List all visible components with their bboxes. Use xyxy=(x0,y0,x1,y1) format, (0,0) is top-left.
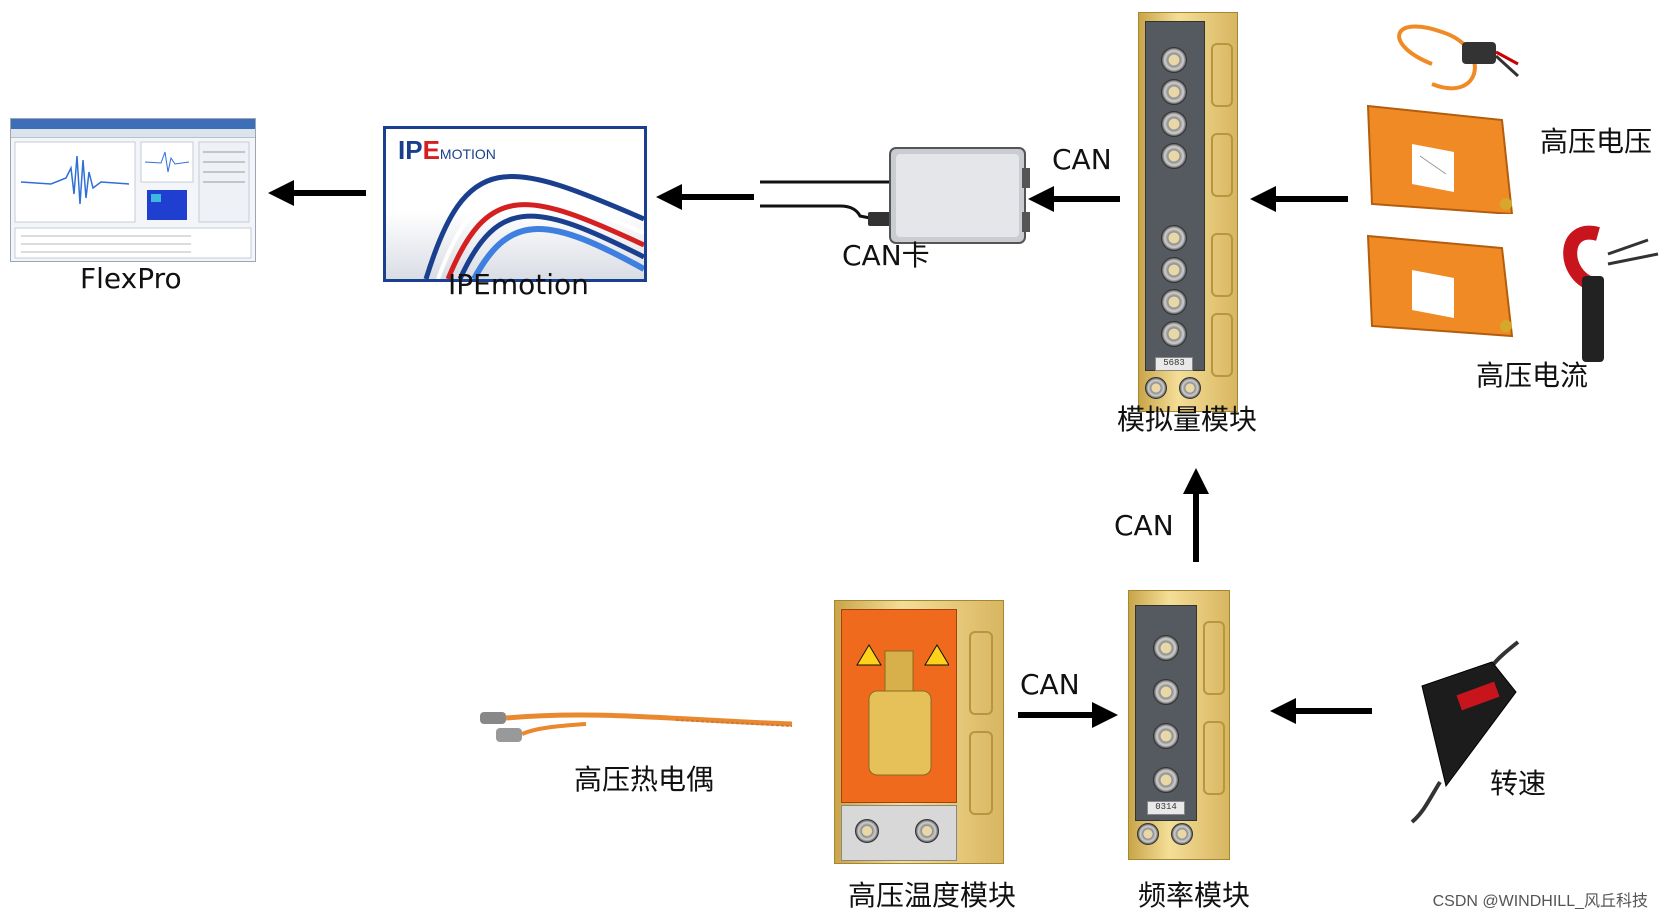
can-card-label: CAN卡 xyxy=(842,239,930,272)
hv-temp-module-device xyxy=(834,600,1004,864)
flexpro-toolbar xyxy=(11,129,255,138)
arrow-sensors-to-analog xyxy=(1250,186,1348,212)
hv-voltage-label: 高压电压 xyxy=(1540,125,1653,158)
frequency-module-device: 0314 xyxy=(1128,590,1230,860)
connector-icon xyxy=(1161,257,1187,283)
connector-icon xyxy=(1171,823,1193,845)
connector-icon xyxy=(1161,47,1187,73)
connector-icon xyxy=(1153,767,1179,793)
connector-icon xyxy=(1137,823,1159,845)
can-label-top: CAN xyxy=(1052,143,1112,176)
can-label-bottom: CAN xyxy=(1020,668,1080,701)
flexpro-titlebar xyxy=(11,119,255,129)
hv-current-sensor xyxy=(1366,225,1659,362)
connector-icon xyxy=(1161,111,1187,137)
frequency-module-label: 频率模块 xyxy=(1138,879,1251,912)
arrow-temp-to-frequency xyxy=(1018,702,1118,728)
speed-sensor xyxy=(1410,640,1520,824)
connector-icon xyxy=(1145,377,1167,399)
ipemotion-curves xyxy=(423,174,644,279)
connector-icon xyxy=(1153,679,1179,705)
flexpro-plots xyxy=(14,141,252,259)
hv-thermocouple-cable xyxy=(480,712,793,742)
connector-icon xyxy=(1161,289,1187,315)
connector-icon xyxy=(1153,723,1179,749)
watermark: CSDN @WINDHILL_风丘科技 xyxy=(1432,893,1648,910)
connector-icon xyxy=(855,819,879,843)
flexpro-screenshot xyxy=(10,118,256,262)
ipemotion-label: IPEmotion xyxy=(448,268,589,301)
hv-temp-connector-icon xyxy=(856,644,949,776)
connector-icon xyxy=(1161,79,1187,105)
connector-icon xyxy=(1161,225,1187,251)
arrow-frequency-to-analog xyxy=(1183,468,1209,562)
analog-module-label: 模拟量模块 xyxy=(1117,403,1258,436)
hv-temp-module-label: 高压温度模块 xyxy=(848,879,1017,912)
analog-module-device: 5683 xyxy=(1138,12,1238,412)
arrow-speed-to-frequency xyxy=(1270,698,1372,724)
ipemotion-logo: IPEMOTION xyxy=(398,135,496,165)
connector-icon xyxy=(915,819,939,843)
ipemotion-logo-box: IPEMOTION xyxy=(383,126,647,282)
connector-icon xyxy=(1161,321,1187,347)
can-card-device xyxy=(760,147,1030,244)
flexpro-label: FlexPro xyxy=(80,262,182,295)
hv-thermocouple-label: 高压热电偶 xyxy=(574,763,715,796)
hv-voltage-sensor xyxy=(1366,24,1520,214)
hv-current-label: 高压电流 xyxy=(1476,359,1589,392)
connector-icon xyxy=(1153,635,1179,661)
frequency-module-badge: 0314 xyxy=(1147,801,1185,815)
arrow-cancard-to-ipemotion xyxy=(656,184,754,210)
speed-label: 转速 xyxy=(1490,767,1547,800)
arrow-analog-to-cancard xyxy=(1028,186,1120,212)
analog-module-panel xyxy=(1145,21,1205,371)
connector-icon xyxy=(1179,377,1201,399)
connector-icon xyxy=(1161,143,1187,169)
arrow-ipemotion-to-flexpro xyxy=(268,180,366,206)
analog-module-badge: 5683 xyxy=(1155,357,1193,371)
can-label-vertical: CAN xyxy=(1114,509,1174,542)
